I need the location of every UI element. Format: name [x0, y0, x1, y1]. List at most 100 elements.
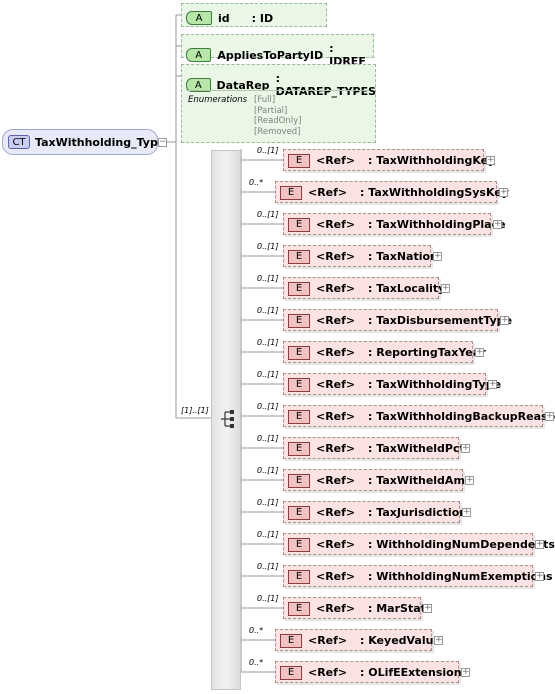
element-cardinality: 0..*	[249, 658, 264, 667]
element-name: : TaxLocality	[368, 282, 446, 295]
expand-toggle[interactable]: +	[545, 411, 554, 421]
element-name: : TaxDisbursementType	[368, 314, 513, 327]
element-node[interactable]: E <Ref> : TaxDisbursementType	[283, 309, 512, 331]
expand-toggle[interactable]: +	[486, 155, 495, 165]
sequence-icon	[221, 410, 234, 428]
element-badge: E	[280, 666, 302, 680]
element-cardinality: 0..[1]	[257, 274, 279, 283]
expand-toggle[interactable]: +	[461, 667, 470, 677]
enumeration-value: [Removed]	[254, 126, 301, 137]
element-cardinality: 0..[1]	[257, 338, 279, 347]
expand-toggle[interactable]: +	[535, 571, 544, 581]
element-badge: E	[288, 506, 310, 520]
element-name: : WithholdingNumDependents	[368, 538, 555, 551]
element-ref: <Ref>	[316, 314, 356, 327]
element-node[interactable]: E<Ref>: KeyedValue	[275, 629, 441, 651]
element-cardinality: 0..[1]	[257, 210, 279, 219]
expand-toggle[interactable]: +	[493, 219, 502, 229]
attribute-id[interactable]: A id : ID	[181, 3, 327, 27]
expand-toggle[interactable]: +	[500, 315, 509, 325]
element-node[interactable]: E<Ref>: TaxWitheldAmt	[283, 469, 470, 491]
collapse-toggle[interactable]: −	[158, 137, 167, 147]
element-node[interactable]: E <Ref> : TaxWithholdingType	[283, 373, 501, 395]
element-badge: E	[288, 250, 310, 264]
attribute-type: : DATAREP_TYPES	[275, 72, 377, 98]
element-node[interactable]: E<Ref>: TaxWithholdingKey	[283, 149, 495, 171]
expand-toggle[interactable]: +	[423, 603, 432, 613]
attribute-name: id	[218, 11, 230, 25]
element-ref: <Ref>	[316, 570, 356, 583]
element-badge: E	[288, 410, 310, 424]
element-badge: E	[288, 570, 310, 584]
enumeration-value: [Full]	[254, 95, 276, 105]
element-ref: <Ref>	[316, 282, 356, 295]
element-name: : WithholdingNumExemptions	[368, 570, 553, 583]
element-name: : TaxJurisdiction	[368, 506, 468, 519]
expand-toggle[interactable]: +	[499, 187, 508, 197]
element-ref: <Ref>	[316, 538, 356, 551]
expand-toggle[interactable]: +	[535, 539, 544, 549]
element-node[interactable]: E <Ref> : TaxJurisdiction	[283, 501, 467, 523]
expand-toggle[interactable]: +	[488, 379, 497, 389]
complex-type-name: TaxWithholding_Type	[35, 136, 166, 149]
attribute-datarep[interactable]: A DataRep : DATAREP_TYPES Enumerations […	[181, 64, 376, 143]
element-cardinality: 0..[1]	[257, 242, 279, 251]
element-ref: <Ref>	[308, 666, 348, 679]
element-node[interactable]: E<Ref>: MarStat	[283, 597, 426, 619]
element-badge: E	[280, 186, 302, 200]
element-name: : TaxNation	[368, 250, 438, 263]
element-name: : TaxWithholdingKey	[368, 154, 496, 167]
element-node[interactable]: E<Ref>: OLifEExtension	[275, 661, 462, 683]
element-node[interactable]: E<Ref>: WithholdingNumDependents	[283, 533, 555, 555]
expand-toggle[interactable]: +	[433, 251, 442, 261]
enumeration-value: [ReadOnly]	[254, 116, 302, 126]
complex-type-node[interactable]: CT TaxWithholding_Type	[2, 129, 165, 155]
element-ref: <Ref>	[316, 378, 356, 391]
element-name: : ReportingTaxYear	[368, 346, 486, 359]
element-name: : TaxWithholdingBackupReason	[368, 410, 555, 423]
expand-toggle[interactable]: +	[475, 347, 484, 357]
element-node[interactable]: E<Ref>: TaxWithholdingBackupReason	[283, 405, 555, 427]
element-ref: <Ref>	[316, 154, 356, 167]
element-badge: E	[288, 346, 310, 360]
enumerations-list: [Full] [Partial] [ReadOnly] [Removed]	[254, 95, 301, 137]
element-node[interactable]: E<Ref>: ReportingTaxYear	[283, 341, 486, 363]
element-node[interactable]: E <Ref> : TaxLocality	[283, 277, 445, 299]
element-name: : TaxWithholdingSysKey	[360, 186, 509, 199]
element-cardinality: 0..[1]	[257, 466, 279, 475]
element-node[interactable]: E <Ref> : TaxNation	[283, 245, 438, 267]
element-node[interactable]: E<Ref>: TaxWithholdingPlace	[283, 213, 506, 235]
element-name: : TaxWithholdingType	[368, 378, 502, 391]
attribute-appliestopartyid[interactable]: A AppliesToPartyID : IDREF	[181, 34, 374, 68]
element-ref: <Ref>	[316, 474, 356, 487]
attribute-type: : ID	[251, 11, 274, 25]
element-ref: <Ref>	[308, 186, 348, 199]
element-cardinality: 0..[1]	[257, 370, 279, 379]
element-name: : TaxWitheldAmt	[368, 474, 471, 487]
element-badge: E	[288, 218, 310, 232]
expand-toggle[interactable]: +	[465, 475, 474, 485]
element-cardinality: 0..[1]	[257, 306, 279, 315]
attribute-badge: A	[186, 11, 212, 25]
element-node[interactable]: E <Ref> : TaxWithholdingSysKey	[275, 181, 509, 203]
element-cardinality: 0..[1]	[257, 530, 279, 539]
element-node[interactable]: E <Ref> : WithholdingNumExemptions	[283, 565, 553, 587]
element-badge: E	[280, 634, 302, 648]
expand-toggle[interactable]: +	[434, 635, 443, 645]
element-badge: E	[288, 378, 310, 392]
element-badge: E	[288, 282, 310, 296]
element-badge: E	[288, 442, 310, 456]
element-node[interactable]: E<Ref>: TaxWitheldPct	[283, 437, 465, 459]
enumeration-value: [Partial]	[254, 105, 288, 116]
expand-toggle[interactable]: +	[461, 443, 470, 453]
element-ref: <Ref>	[308, 634, 348, 647]
element-ref: <Ref>	[316, 250, 356, 263]
element-badge: E	[288, 314, 310, 328]
expand-toggle[interactable]: +	[462, 507, 471, 517]
element-cardinality: 0..[1]	[257, 402, 279, 411]
expand-toggle[interactable]: +	[441, 283, 450, 293]
element-cardinality: 0..[1]	[257, 434, 279, 443]
element-ref: <Ref>	[316, 506, 356, 519]
sequence-compositor[interactable]	[211, 150, 241, 690]
